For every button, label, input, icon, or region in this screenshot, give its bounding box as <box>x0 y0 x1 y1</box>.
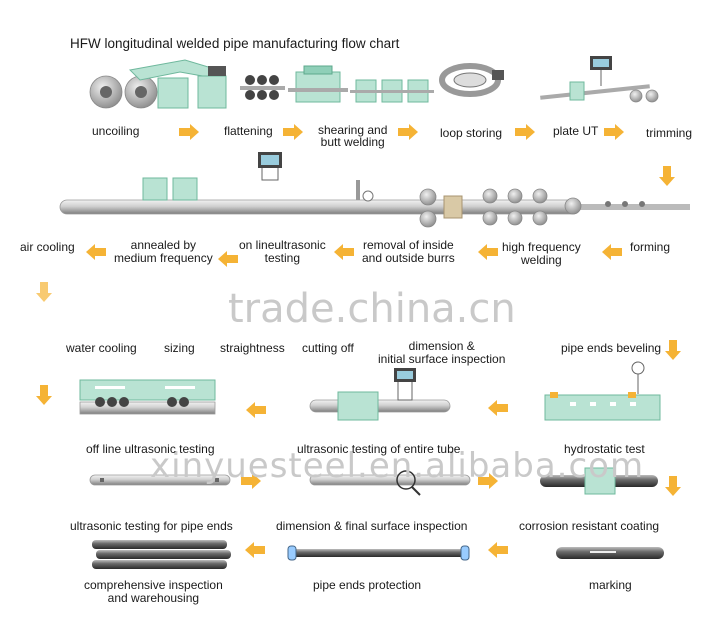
label-entire-tube-ut: ultrasonic testing of entire tube <box>297 442 461 456</box>
marking-pipe <box>556 547 664 559</box>
label-plate-ut: plate UT <box>553 124 599 138</box>
flattening-rollers <box>240 75 285 100</box>
label-flattening: flattening <box>224 124 273 138</box>
row3-arrows <box>36 340 681 405</box>
label-uncoiling: uncoiling <box>92 124 140 138</box>
final-inspection-pipe <box>309 470 471 496</box>
row6-arrows <box>245 542 508 558</box>
label-forming: forming <box>630 240 671 254</box>
warehouse-pipes <box>92 540 231 569</box>
label-coating: corrosion resistant coating <box>519 519 660 533</box>
label-air-cooling: air cooling <box>20 240 75 254</box>
label-online-ut: on lineultrasonic testing <box>239 238 326 265</box>
label-ends-ut: ultrasonic testing for pipe ends <box>70 519 233 533</box>
hydrostatic-test-machine <box>544 361 661 421</box>
row5-arrows <box>241 473 681 496</box>
label-annealed: annealed by medium frequency <box>114 238 213 265</box>
shearing-welding-machine <box>288 65 348 103</box>
loop-stand-machine <box>350 79 434 103</box>
plate-ut-machine <box>540 56 659 103</box>
label-hydrostatic: hydrostatic test <box>564 442 645 456</box>
label-marking: marking <box>589 578 632 592</box>
watermark-xinyuesteel: xinyuesteel.en.alibaba.com <box>150 446 645 486</box>
forming-welding-line <box>59 152 690 228</box>
uncoiler-machine <box>89 59 227 109</box>
label-cutting-off: cutting off <box>302 341 354 355</box>
pipe-ends-protection-pipe <box>287 545 470 561</box>
label-trimming: trimming <box>646 126 693 140</box>
label-loop-storing: loop storing <box>440 126 503 140</box>
label-hf-welding: high frequency welding <box>502 240 581 267</box>
label-burr-removal: removal of inside and outside burrs <box>362 238 455 265</box>
loop-storing-coil <box>439 63 504 97</box>
row4-arrows <box>246 400 508 418</box>
label-offline-ut: off line ultrasonic testing <box>86 442 215 456</box>
row1-arrows <box>179 124 675 186</box>
label-warehousing: comprehensive inspection and warehousing <box>84 578 223 605</box>
label-ends-protection: pipe ends protection <box>313 578 422 592</box>
label-initial-inspection: dimension & initial surface inspection <box>378 339 506 366</box>
entire-tube-ut-machine <box>309 368 451 421</box>
label-sizing: sizing <box>164 341 195 355</box>
offline-ut-machine <box>79 379 216 415</box>
pipe-ends-ut-pipe <box>89 474 231 486</box>
coating-machine <box>540 467 658 495</box>
label-water-cooling: water cooling <box>66 341 137 355</box>
chart-title: HFW longitudinal welded pipe manufacturi… <box>70 36 400 51</box>
label-shearing-butt-welding: shearing and butt welding <box>318 123 388 149</box>
label-final-inspection: dimension & final surface inspection <box>276 519 468 533</box>
row2-arrows <box>36 244 622 302</box>
watermark-trade-china: trade.china.cn <box>228 286 516 332</box>
label-ends-beveling: pipe ends beveling <box>561 341 662 355</box>
label-straightness: straightness <box>220 341 285 355</box>
